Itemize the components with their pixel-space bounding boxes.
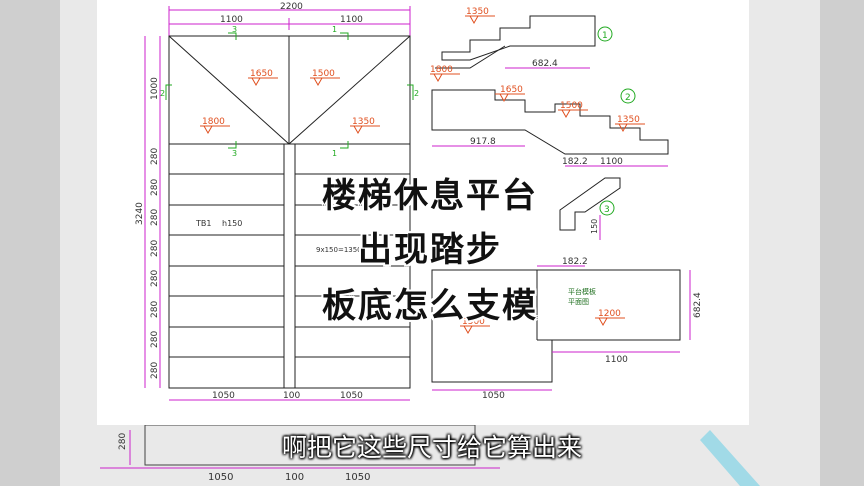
section-2 bbox=[431, 88, 669, 167]
below-dim-1050-left: 1050 bbox=[208, 472, 233, 483]
plan-step-formula: 9x150=1350 bbox=[316, 246, 362, 254]
plan-tb-label: TB1 bbox=[195, 219, 211, 228]
s3-dim-150: 150 bbox=[590, 219, 599, 234]
platform-plan bbox=[431, 265, 691, 391]
plan-section-2-right: 2 bbox=[414, 89, 419, 98]
plat-dim-682: 682.4 bbox=[693, 292, 703, 318]
plan-elev-1650: 1650 bbox=[250, 69, 273, 79]
s2-elev-1350: 1350 bbox=[617, 115, 640, 125]
s2-dim-1100: 1100 bbox=[600, 157, 623, 167]
s2-dim-left: 917.8 bbox=[470, 137, 496, 147]
s2-elev-1500: 1500 bbox=[560, 101, 583, 111]
plan-dim-total-height: 3240 bbox=[135, 202, 145, 225]
s1-elev-top: 1350 bbox=[466, 7, 489, 17]
plan-dim-bottom-left: 1050 bbox=[212, 391, 235, 401]
plan-section-2-left: 2 bbox=[160, 89, 165, 98]
plan-dim-bottom-right: 1050 bbox=[340, 391, 363, 401]
plan-dim-landing-depth: 1000 bbox=[150, 77, 160, 100]
plan-tb-thickness: h150 bbox=[222, 219, 242, 228]
plat-dim-182: 182.2 bbox=[562, 257, 588, 267]
drawing-card bbox=[97, 0, 749, 425]
plan-step-dim: 280 bbox=[150, 179, 160, 196]
overlay-title-line3: 板底怎么支模 bbox=[322, 286, 538, 326]
plan-elev-1800: 1800 bbox=[202, 117, 225, 127]
plat-dim-1050: 1050 bbox=[482, 391, 505, 401]
plat-elev-1500: 1500 bbox=[462, 317, 485, 327]
plat-dim-1100: 1100 bbox=[605, 355, 628, 365]
plan-step-dim: 280 bbox=[150, 331, 160, 348]
section-1 bbox=[430, 15, 613, 83]
plan-dim-left-half: 1100 bbox=[220, 15, 243, 25]
plan-step-dim: 280 bbox=[150, 270, 160, 287]
plat-elev-1200: 1200 bbox=[598, 309, 621, 319]
s1-elev-1800: 1800 bbox=[430, 65, 453, 75]
plat-label-1: 平台模板 bbox=[568, 287, 596, 296]
overlay-title-line1: 楼梯休息平台 bbox=[322, 176, 538, 216]
plan-step-dim: 280 bbox=[150, 362, 160, 379]
plat-label-2: 平面图 bbox=[568, 298, 589, 306]
plan-elev-1500: 1500 bbox=[312, 69, 335, 79]
video-subtitle: 啊把它这些尺寸给它算出来 bbox=[281, 433, 582, 462]
below-dim-100: 100 bbox=[285, 472, 304, 483]
ruler-strip bbox=[700, 430, 760, 486]
plan-step-dim: 280 bbox=[150, 301, 160, 318]
s1-dim: 682.4 bbox=[532, 59, 558, 69]
plan-dim-total: 2200 bbox=[280, 2, 303, 12]
overlay-title-line2: 出现踏步 bbox=[358, 230, 502, 270]
below-dim-280: 280 bbox=[118, 433, 128, 450]
s3-marker: 3 bbox=[604, 205, 610, 215]
plan-step-dim: 280 bbox=[150, 240, 160, 257]
s2-dim-182: 182.2 bbox=[562, 157, 588, 167]
stair-plan bbox=[144, 6, 414, 401]
plan-step-dim: 280 bbox=[150, 148, 160, 165]
below-dim-1050-right: 1050 bbox=[345, 472, 370, 483]
plan-dim-right-half: 1100 bbox=[340, 15, 363, 25]
plan-section-3-bottom: 3 bbox=[232, 149, 237, 158]
s1-marker: 1 bbox=[602, 31, 608, 41]
plan-step-dim: 280 bbox=[150, 209, 160, 226]
plan-section-3-top: 3 bbox=[232, 25, 237, 34]
section-3 bbox=[559, 177, 621, 240]
plan-dim-bottom-mid: 100 bbox=[283, 391, 300, 401]
plan-section-1-top: 1 bbox=[332, 25, 337, 34]
s2-marker: 2 bbox=[625, 93, 631, 103]
plan-elev-1350: 1350 bbox=[352, 117, 375, 127]
s2-elev-1650: 1650 bbox=[500, 85, 523, 95]
plan-section-1-bottom: 1 bbox=[332, 149, 337, 158]
